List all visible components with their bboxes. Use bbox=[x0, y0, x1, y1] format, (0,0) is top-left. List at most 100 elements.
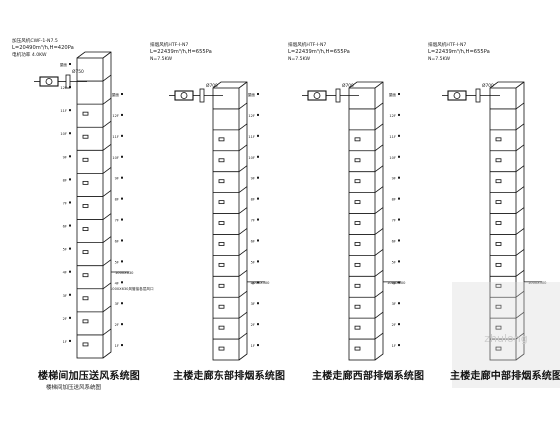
level-label: 1F bbox=[63, 340, 67, 344]
grille-tag bbox=[218, 283, 225, 288]
floor-line-depth bbox=[374, 269, 384, 277]
equipment-line: L=22439m³/h,H=655Pa bbox=[288, 49, 350, 55]
level-tick bbox=[398, 93, 400, 95]
grille-tag bbox=[354, 179, 361, 184]
subcaption-pressurization: 楼梯间加压送风系统图 bbox=[46, 385, 102, 391]
level-label: 屋面 bbox=[248, 92, 256, 97]
grille-tag bbox=[354, 158, 361, 163]
riser-front bbox=[348, 87, 376, 361]
grille-tag bbox=[82, 180, 89, 185]
level-label: 10F bbox=[112, 156, 119, 160]
level-tick bbox=[257, 155, 259, 158]
level-tick bbox=[398, 239, 400, 242]
grille-tag bbox=[495, 137, 502, 142]
floor-line-depth bbox=[515, 332, 525, 340]
equipment-line: N=7.5KW bbox=[288, 56, 310, 62]
grille-tag bbox=[82, 157, 89, 162]
level-label: 9F bbox=[63, 155, 67, 159]
equipment-text: 排烟风机HTF-I-N7L=22439m³/h,H=655PaN=7.5KWØ7… bbox=[428, 41, 547, 285]
floor-line-depth bbox=[374, 228, 384, 235]
floor-line-depth bbox=[374, 186, 384, 193]
equipment-line: L=22439m³/h,H=655Pa bbox=[150, 49, 212, 55]
floor-line-depth bbox=[515, 144, 525, 152]
level-tick bbox=[398, 134, 400, 137]
level-tick bbox=[398, 260, 400, 263]
level-tick bbox=[257, 302, 259, 305]
grille-tag bbox=[354, 221, 361, 225]
floor-line-depth bbox=[238, 249, 248, 256]
grille-tag bbox=[495, 221, 502, 225]
fan-unit bbox=[169, 88, 223, 103]
grille-tag bbox=[218, 325, 225, 330]
grille-tag bbox=[82, 273, 89, 278]
level-label: 11F bbox=[112, 135, 119, 139]
level-label: 8F bbox=[251, 198, 255, 202]
level-label: 7F bbox=[251, 219, 255, 223]
equipment-text: 排烟风机HTF-I-N7L=22439m³/h,H=655PaN=7.5KWØ7… bbox=[288, 41, 406, 285]
floor-line-depth bbox=[238, 207, 248, 214]
level-label: 5F bbox=[392, 260, 396, 264]
floor-line-depth bbox=[102, 74, 112, 82]
riser-edge bbox=[102, 51, 112, 59]
riser-edge bbox=[374, 81, 384, 89]
floor-line-depth bbox=[374, 102, 384, 110]
grille-tag bbox=[495, 283, 502, 288]
duct-size-label: 1000X630 bbox=[115, 271, 134, 275]
grille-tag bbox=[82, 250, 89, 255]
damper-icon bbox=[475, 88, 481, 103]
floor-line-depth bbox=[238, 165, 248, 173]
level-tick bbox=[121, 134, 123, 137]
level-label: 11F bbox=[248, 135, 255, 139]
floor-line-depth bbox=[102, 282, 112, 290]
level-label: 8F bbox=[63, 178, 67, 182]
floor-line-depth bbox=[515, 311, 525, 319]
level-tick bbox=[257, 344, 259, 347]
grille-tag bbox=[495, 200, 502, 205]
level-tick bbox=[69, 201, 71, 204]
level-label: 12F bbox=[60, 86, 67, 90]
system-diagram-4: 屋面12F11F10F9F8F7F6F5F4F3F2F1F排烟风机HTF-I-N… bbox=[389, 41, 547, 361]
floor-line-depth bbox=[515, 228, 525, 235]
level-label: 9F bbox=[392, 177, 396, 181]
grille-tag bbox=[495, 179, 502, 184]
riser-edge bbox=[238, 81, 248, 89]
grille-tag bbox=[354, 137, 361, 142]
grille-tag bbox=[82, 296, 89, 301]
level-tick bbox=[69, 316, 71, 319]
equipment-text: 排烟风机HTF-I-N7L=22439m³/h,H=655PaN=7.5KWØ7… bbox=[150, 41, 270, 285]
grille-tag bbox=[354, 304, 361, 309]
level-tick bbox=[121, 344, 123, 347]
floor-line-depth bbox=[238, 332, 248, 340]
floor-line-depth bbox=[102, 259, 112, 267]
level-label: 9F bbox=[251, 177, 255, 181]
level-tick bbox=[121, 260, 123, 263]
fan-unit bbox=[442, 88, 500, 103]
grille-tag bbox=[218, 221, 225, 225]
equipment-line: L=20490m³/h,H=420Pa bbox=[12, 45, 74, 51]
floor-line-depth bbox=[515, 269, 525, 277]
grille-tag bbox=[495, 158, 502, 163]
caption-west-exhaust: 主楼走廊西部排烟系统图 bbox=[312, 371, 425, 382]
fan-impeller-icon bbox=[180, 92, 188, 99]
level-label: 1F bbox=[392, 344, 396, 348]
level-tick bbox=[69, 155, 71, 158]
floor-line-depth bbox=[374, 123, 384, 131]
floor-line-depth bbox=[102, 190, 112, 197]
level-label: 屋面 bbox=[389, 92, 397, 97]
system-diagram-2: 屋面12F11F10F9F8F7F6F5F4F3F2F1F排烟风机HTF-I-N… bbox=[112, 41, 270, 361]
level-label: 10F bbox=[60, 132, 67, 136]
level-label: 6F bbox=[392, 239, 396, 243]
equipment-line: L=22439m³/h,H=655Pa bbox=[428, 49, 490, 55]
level-label: 8F bbox=[392, 198, 396, 202]
level-tick bbox=[69, 270, 71, 273]
floor-line-depth bbox=[238, 186, 248, 193]
level-tick bbox=[257, 93, 259, 95]
level-label: 4F bbox=[251, 281, 255, 285]
equipment-line: N=7.5KW bbox=[428, 56, 450, 62]
floor-line-depth bbox=[102, 305, 112, 313]
level-label: 1F bbox=[115, 344, 119, 348]
level-tick bbox=[121, 323, 123, 326]
level-label: 1F bbox=[251, 344, 255, 348]
